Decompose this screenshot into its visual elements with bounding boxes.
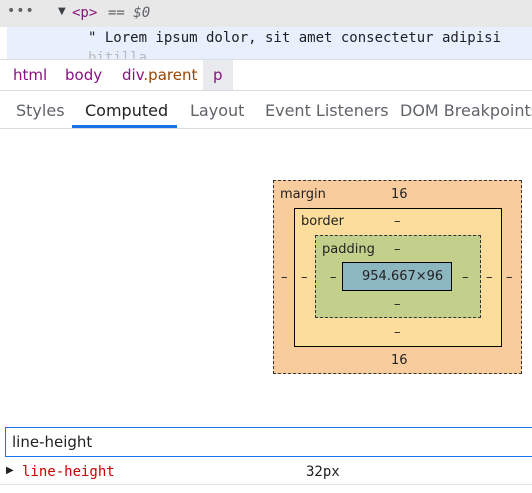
border-right-value[interactable]: – xyxy=(486,270,493,285)
computed-filter xyxy=(5,427,532,457)
selected-marker: == $0 xyxy=(108,5,151,21)
text-node-content: " Lorem ipsum dolor, sit amet consectetu… xyxy=(88,30,502,46)
text-node-content-line2: bitilla ... ... ... ... ... ... ... ... … xyxy=(88,50,451,59)
margin-bottom-value[interactable]: 16 xyxy=(391,353,408,368)
tab-dom-breakpoints[interactable]: DOM Breakpoints xyxy=(400,101,532,120)
margin-right-value[interactable]: – xyxy=(506,270,513,285)
breadcrumb-html[interactable]: html xyxy=(13,66,48,84)
content-size-value[interactable]: 954.667×96 xyxy=(362,269,444,284)
tab-layout[interactable]: Layout xyxy=(190,101,245,120)
tab-event-listeners[interactable]: Event Listeners xyxy=(265,101,389,120)
breadcrumb-div-tag: div xyxy=(122,66,144,84)
tab-styles[interactable]: Styles xyxy=(16,101,65,120)
elements-tree: ••• ▼ <p> == $0 " Lorem ipsum dolor, sit… xyxy=(0,0,532,59)
breadcrumb: html body div.parent p xyxy=(0,59,532,91)
border-top-value[interactable]: – xyxy=(394,214,401,229)
property-name: line-height xyxy=(22,464,115,480)
active-tab-indicator xyxy=(72,125,177,128)
sidebar-tabs: Styles Computed Layout Event Listeners D… xyxy=(0,91,532,129)
computed-property-row[interactable]: ▶ line-height 32px xyxy=(0,461,532,485)
filter-input[interactable] xyxy=(12,432,512,452)
breadcrumb-p[interactable]: p xyxy=(203,60,233,90)
margin-left-value[interactable]: – xyxy=(281,270,288,285)
tab-computed[interactable]: Computed xyxy=(85,101,169,120)
node-tag: <p> xyxy=(72,5,98,21)
breadcrumb-div-class: .parent xyxy=(143,66,198,84)
expand-triangle-icon[interactable]: ▶ xyxy=(6,465,14,476)
padding-bottom-value[interactable]: – xyxy=(394,297,401,312)
more-icon[interactable]: ••• xyxy=(7,3,35,19)
border-label: border xyxy=(301,214,344,229)
breadcrumb-p-label: p xyxy=(213,66,223,84)
breadcrumb-div-parent[interactable]: div.parent xyxy=(122,66,197,84)
padding-left-value[interactable]: – xyxy=(330,270,337,285)
border-bottom-value[interactable]: – xyxy=(394,325,401,340)
margin-top-value[interactable]: 16 xyxy=(391,187,408,202)
border-left-value[interactable]: – xyxy=(301,270,308,285)
property-value: 32px xyxy=(306,464,340,480)
tree-text-node[interactable]: " Lorem ipsum dolor, sit amet consectetu… xyxy=(7,27,532,59)
padding-top-value[interactable]: – xyxy=(394,242,401,257)
tree-selected-node[interactable]: ••• ▼ <p> == $0 xyxy=(0,0,532,27)
margin-label: margin xyxy=(280,187,326,202)
box-model-content[interactable] xyxy=(342,262,452,291)
padding-label: padding xyxy=(322,242,375,257)
collapse-triangle-icon[interactable]: ▼ xyxy=(58,6,66,17)
breadcrumb-body[interactable]: body xyxy=(65,66,103,84)
padding-right-value[interactable]: – xyxy=(462,270,469,285)
